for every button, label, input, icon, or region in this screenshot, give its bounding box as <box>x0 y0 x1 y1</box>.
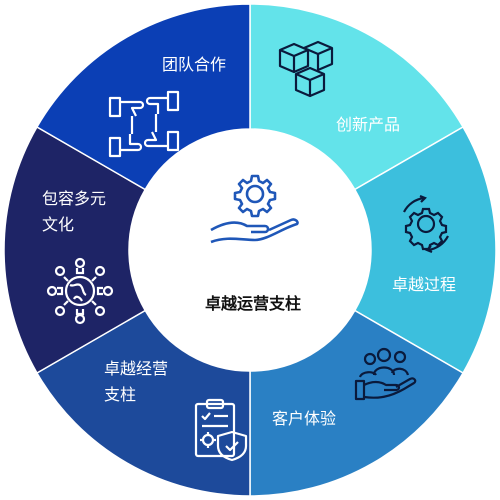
label-line: 客户体验 <box>272 409 337 428</box>
center-disc <box>130 130 370 370</box>
label-line: 团队合作 <box>162 55 227 74</box>
label-line: 卓越过程 <box>392 275 457 294</box>
segment-teamwork <box>35 3 251 191</box>
center-title: 卓越运营支柱 <box>204 294 301 313</box>
label-customer-experience: 客户体验 <box>272 406 336 432</box>
checklist-shield-icon <box>194 398 248 462</box>
label-excellent-operations-pillar: 卓越经营 支柱 <box>104 356 168 408</box>
gear-in-hand-icon <box>210 174 299 244</box>
segment-innovative-products <box>249 3 465 191</box>
label-innovative-products: 创新产品 <box>336 112 400 138</box>
segment-customer-experience <box>249 309 465 497</box>
label-line: 创新产品 <box>336 115 401 134</box>
globe-people-icon <box>46 257 114 325</box>
handshake-icon <box>108 90 180 158</box>
label-inclusive-culture: 包容多元 文化 <box>42 186 106 238</box>
label-excellent-process: 卓越过程 <box>392 272 456 298</box>
label-teamwork: 团队合作 <box>162 52 226 78</box>
boxes-icon <box>278 40 334 98</box>
segment-inclusive-culture <box>3 125 147 375</box>
label-line: 文化 <box>42 215 75 234</box>
gear-cycle-icon <box>403 194 449 254</box>
label-line: 包容多元 <box>42 189 107 208</box>
customer-hand-icon <box>354 347 417 401</box>
label-line: 支柱 <box>104 385 137 404</box>
label-line: 卓越经营 <box>104 359 169 378</box>
